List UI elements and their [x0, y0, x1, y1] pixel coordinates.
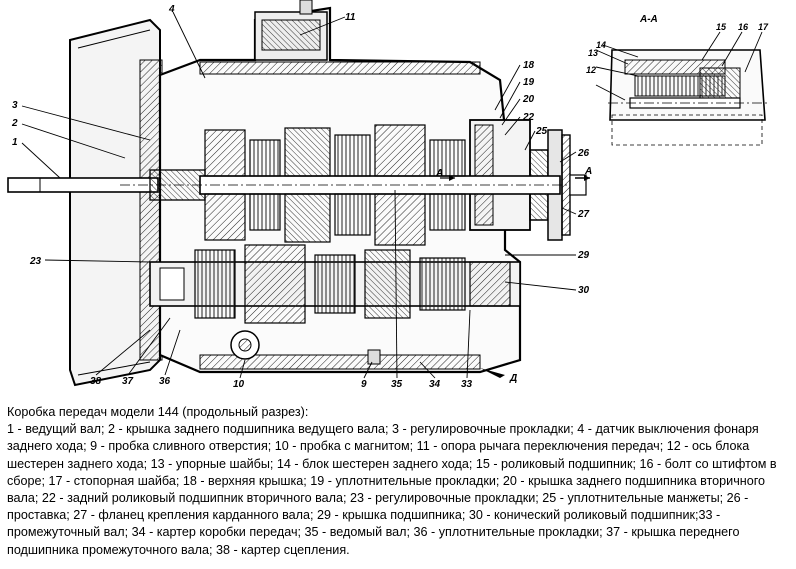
callout-3: 3	[12, 100, 18, 111]
output-shaft-gears	[204, 124, 466, 246]
callout-12: 12	[586, 65, 596, 75]
gearbox-section-drawing: 1 2 3 4 11 18 19 20 22 25 26 27 29 30 23…	[7, 0, 770, 390]
callout-33: 33	[461, 379, 473, 390]
section-mark-a-center: А	[435, 168, 443, 179]
callout-14: 14	[596, 40, 606, 50]
callout-10: 10	[233, 379, 245, 390]
callout-35: 35	[391, 379, 403, 390]
callout-37: 37	[122, 376, 134, 387]
callout-36: 36	[159, 376, 171, 387]
view-arrow-d	[480, 368, 505, 378]
section-mark-a-right: А	[584, 166, 592, 177]
callout-29: 29	[577, 250, 590, 261]
section-label-aa: А-А	[639, 14, 658, 25]
callout-16: 16	[738, 22, 749, 32]
callout-19: 19	[523, 77, 535, 88]
callout-23: 23	[29, 256, 42, 267]
countershaft	[149, 244, 521, 324]
drain-plug	[367, 349, 381, 365]
figure-caption: Коробка передач модели 144 (продольный р…	[7, 404, 789, 559]
callout-2: 2	[11, 118, 18, 129]
caption-title: Коробка передач модели 144 (продольный р…	[7, 405, 309, 419]
gearbox-section-svg: 1 2 3 4 11 18 19 20 22 25 26 27 29 30 23…	[7, 0, 770, 390]
callout-25: 25	[535, 126, 548, 137]
callout-38: 38	[90, 376, 102, 387]
callout-9: 9	[361, 379, 367, 390]
callout-15: 15	[716, 22, 727, 32]
callout-18: 18	[523, 60, 535, 71]
callout-11: 11	[345, 12, 356, 23]
leader-lines	[21, 11, 763, 379]
view-mark-d: Д	[509, 373, 517, 384]
callout-4: 4	[168, 4, 175, 15]
clutch-housing	[69, 18, 163, 387]
callout-1: 1	[12, 137, 18, 148]
caption-body: 1 - ведущий вал; 2 - крышка заднего подш…	[7, 422, 777, 557]
callout-17: 17	[758, 22, 769, 32]
callout-20: 20	[522, 94, 535, 105]
callout-34: 34	[429, 379, 441, 390]
callout-27: 27	[577, 209, 590, 220]
callout-30: 30	[578, 285, 590, 296]
section-arrow-a	[440, 175, 590, 181]
section-inset	[608, 49, 770, 146]
callout-22: 22	[522, 112, 535, 123]
rear-flange	[561, 134, 587, 236]
plug-with-magnet	[230, 330, 260, 360]
callout-13: 13	[588, 48, 598, 58]
callout-26: 26	[577, 148, 590, 159]
